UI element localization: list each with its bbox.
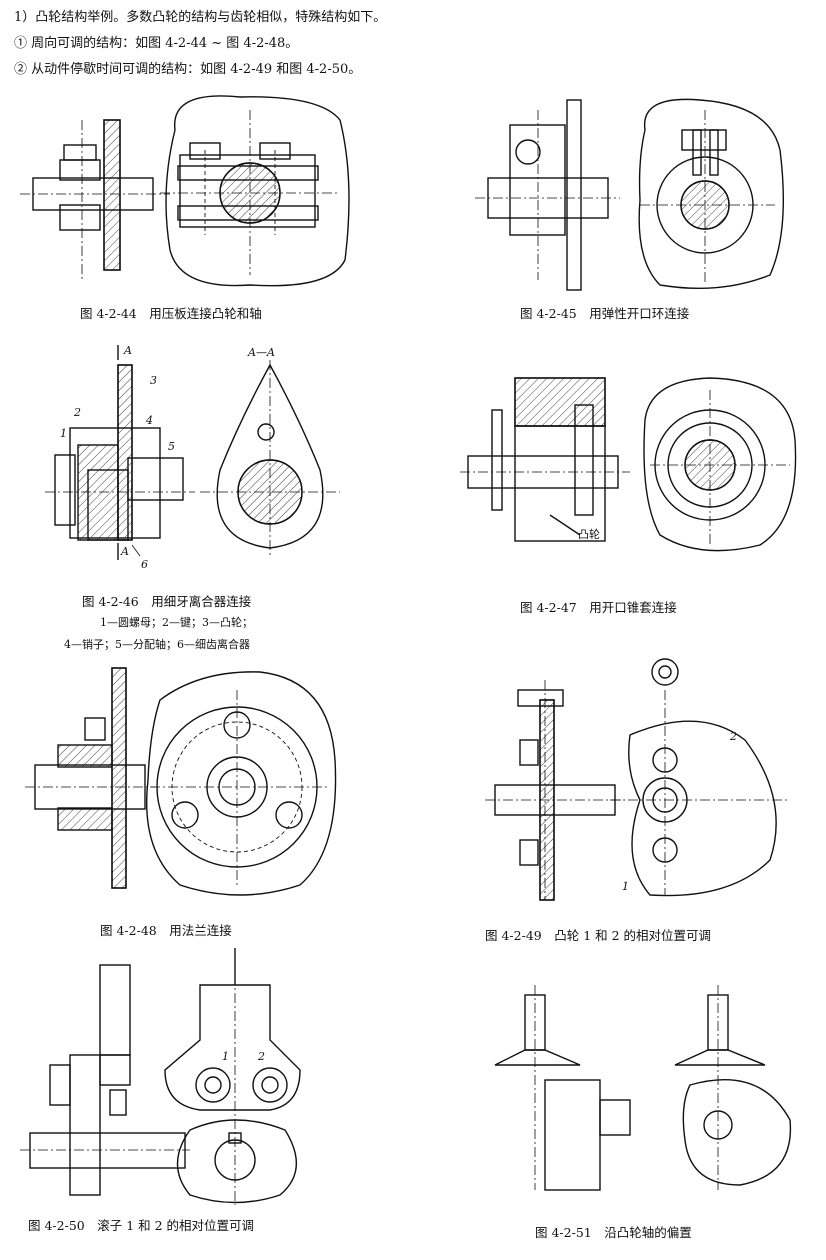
- figure-4-2-46-caption: 图 4-2-46 用细牙离合器连接: [82, 594, 252, 609]
- label-5: 5: [168, 440, 175, 453]
- label-2: 2: [73, 406, 81, 419]
- intro-line-3: ② 从动件停歇时间可调的结构：如图 4-2-49 和图 4-2-50。: [14, 62, 362, 77]
- label-cam: 凸轮: [578, 527, 600, 541]
- label-A-top: A: [123, 344, 132, 357]
- figure-4-2-46-legend-2: 4—销子；5—分配轴；6—细齿离合器: [64, 638, 250, 651]
- figure-4-2-49-caption: 图 4-2-49 凸轮 1 和 2 的相对位置可调: [485, 928, 712, 943]
- figure-4-2-47-caption: 图 4-2-47 用开口锥套连接: [520, 600, 677, 615]
- figure-4-2-50-caption: 图 4-2-50 滚子 1 和 2 的相对位置可调: [28, 1218, 255, 1233]
- label-1: 1: [60, 427, 67, 440]
- figure-4-2-46-legend-1: 1—圆螺母；2—键；3—凸轮；: [100, 616, 253, 629]
- label-4: 4: [145, 414, 153, 427]
- figure-4-2-45-caption: 图 4-2-45 用弹性开口环连接: [520, 306, 690, 321]
- intro-line-2: ① 周向可调的结构：如图 4-2-44 ~ 图 4-2-48。: [14, 36, 299, 51]
- label-6: 6: [141, 558, 148, 571]
- figure-4-2-48-caption: 图 4-2-48 用法兰连接: [100, 923, 232, 938]
- intro-line-1: 1）凸轮结构举例。多数凸轮的结构与齿轮相似，特殊结构如下。: [14, 10, 387, 25]
- label-A-A: A—A: [247, 346, 275, 359]
- label-2: 2: [729, 730, 737, 743]
- label-A-bottom: A: [120, 545, 129, 558]
- label-1: 1: [222, 1050, 229, 1063]
- label-3: 3: [150, 374, 157, 387]
- label-1: 1: [622, 880, 629, 893]
- label-2: 2: [257, 1050, 265, 1063]
- figure-4-2-51-caption: 图 4-2-51 沿凸轮轴的偏置: [535, 1225, 692, 1240]
- figure-4-2-44-caption: 图 4-2-44 用压板连接凸轮和轴: [80, 306, 262, 321]
